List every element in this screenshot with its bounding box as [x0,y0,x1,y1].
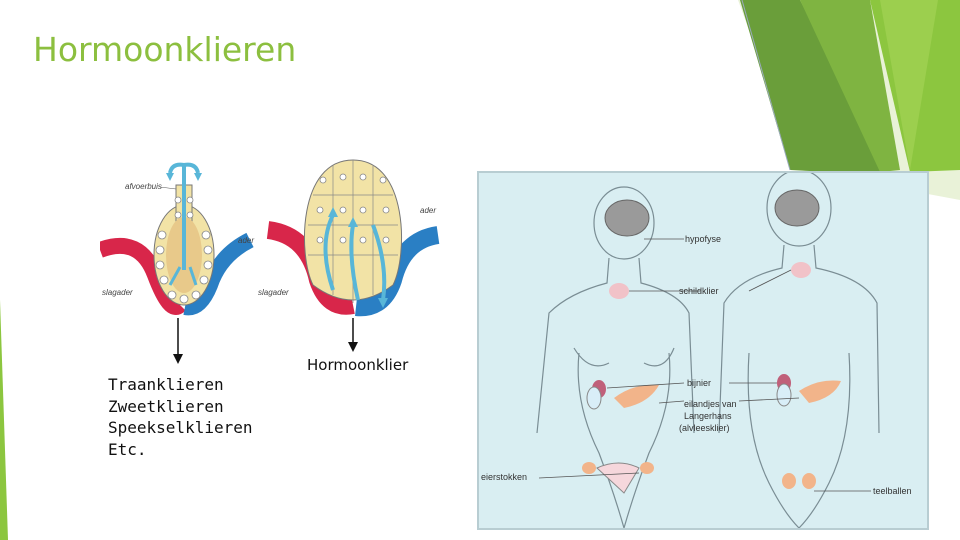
example-item: Speekselklieren [108,417,253,439]
label-teelballen: teelballen [873,486,912,496]
label-langerhans: Langerhans [684,411,732,421]
body-outlines: hypofyse schildklier bijnier eilandjes v… [479,173,927,528]
example-item: Traanklieren [108,374,253,396]
label-alvleesklier: (alvleesklier) [679,423,730,433]
exocrine-examples-list: Traanklieren Zweetklieren Speekselkliere… [108,374,253,460]
label-afvoerbuis: afvoerbuis [125,182,162,191]
label-hypofyse: hypofyse [685,234,721,244]
arrow-down-endocrine [345,318,365,354]
label-schildklier: schildklier [679,286,719,296]
label-bijnier: bijnier [687,378,711,388]
slide-title: Hormoonklieren [33,30,296,69]
label-eilandjes: eilandjes van [684,399,737,409]
endocrine-caption: Hormoonklier [307,356,408,374]
exocrine-gland-diagram: afvoerbuis ader slagader [100,155,260,320]
label-slagader-2: slagader [258,288,289,297]
example-item: Zweetklieren [108,396,253,418]
arrow-down-exocrine [170,318,190,366]
example-item: Etc. [108,439,253,461]
endocrine-gland-diagram: ader slagader [258,155,443,320]
label-eierstokken: eierstokken [481,472,527,482]
endocrine-system-figure: hypofyse schildklier bijnier eilandjes v… [477,171,929,530]
label-ader-2: ader [420,206,436,215]
label-slagader: slagader [102,288,133,297]
label-ader: ader [238,236,254,245]
